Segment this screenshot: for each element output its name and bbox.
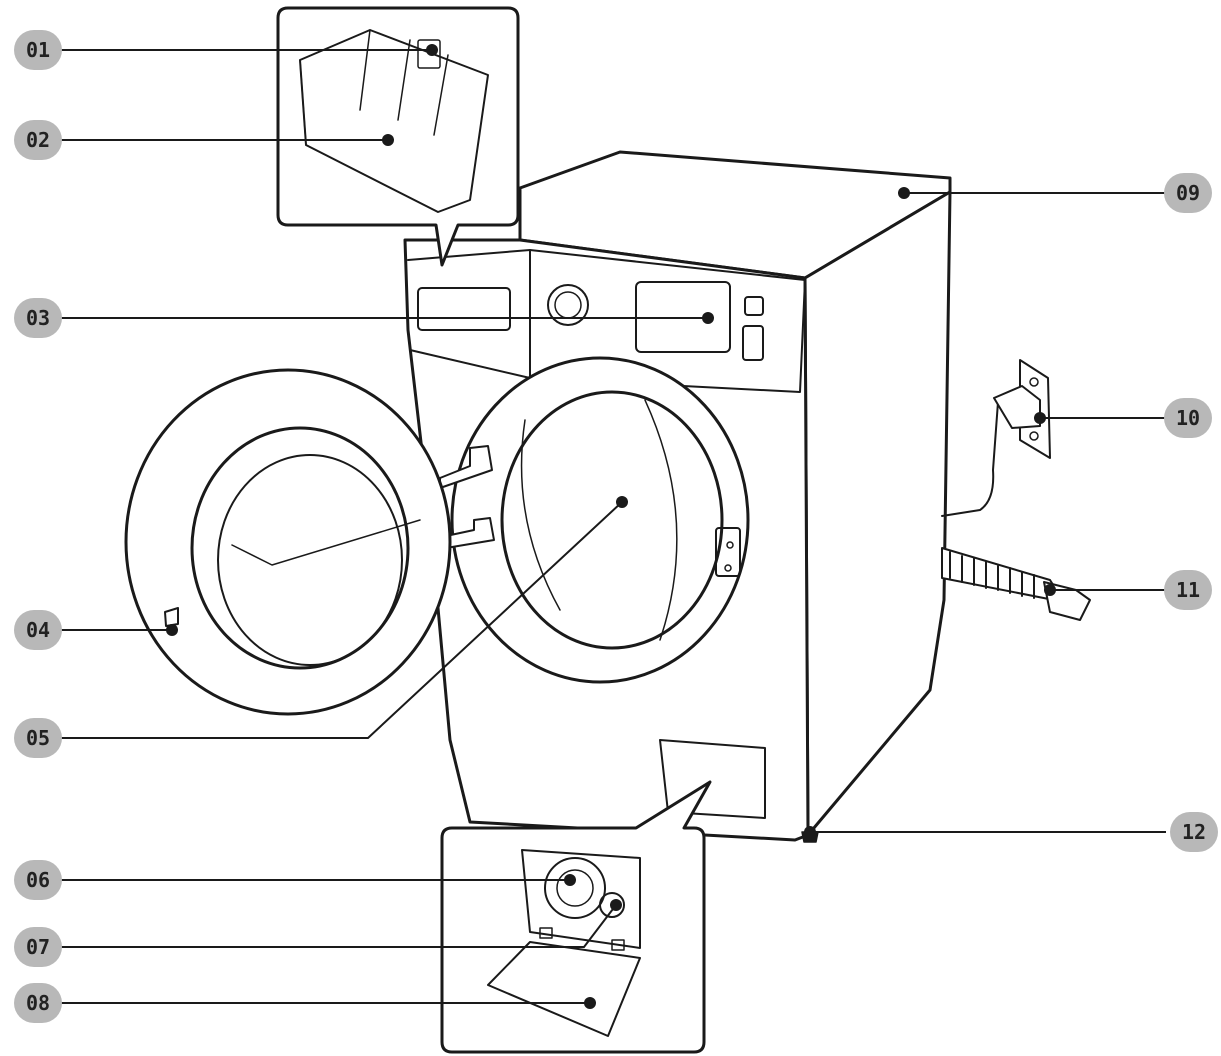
detergent-drawer-front	[417, 287, 511, 331]
leader-05	[58, 501, 623, 739]
callout-06: 06	[14, 860, 62, 900]
drawer-callout-frame	[276, 6, 520, 267]
callout-04: 04	[14, 610, 62, 650]
door-inner-ring	[190, 426, 410, 670]
leader-dot-05	[616, 496, 628, 508]
control-panel	[407, 249, 806, 393]
filter-cover-frame	[521, 849, 641, 949]
control-button-top	[744, 296, 764, 316]
leader-dot-12	[804, 826, 816, 838]
callout-12: 12	[1170, 812, 1218, 852]
leader-dot-08	[584, 997, 596, 1009]
leader-dot-09	[898, 187, 910, 199]
drum-opening	[500, 390, 724, 650]
program-dial	[547, 284, 589, 326]
door-handle-icon	[164, 607, 179, 627]
machine-side-panel	[803, 190, 952, 837]
leader-07	[58, 904, 617, 948]
callout-10: 10	[1164, 398, 1212, 438]
filter-cap	[544, 857, 606, 919]
door-lock	[715, 527, 741, 577]
leader-dot-07	[610, 899, 622, 911]
leader-dot-01	[426, 44, 438, 56]
leader-dot-03	[702, 312, 714, 324]
leader-dot-11	[1044, 584, 1056, 596]
callout-11: 11	[1164, 570, 1212, 610]
callout-02: 02	[14, 120, 62, 160]
leader-dot-04	[166, 624, 178, 636]
door-glass	[217, 454, 403, 666]
power-cord	[941, 401, 999, 517]
callout-09: 09	[1164, 173, 1212, 213]
callout-08: 08	[14, 983, 62, 1023]
callout-05: 05	[14, 718, 62, 758]
leader-dot-02	[382, 134, 394, 146]
filter-cover-lid	[487, 941, 641, 1037]
callout-01: 01	[14, 30, 62, 70]
callout-03: 03	[14, 298, 62, 338]
emergency-drain-tube	[599, 892, 625, 918]
door-opening-rim	[450, 356, 750, 684]
leader-dot-06	[564, 874, 576, 886]
callout-07: 07	[14, 927, 62, 967]
control-button-bottom	[742, 325, 764, 361]
leader-dot-10	[1034, 412, 1046, 424]
